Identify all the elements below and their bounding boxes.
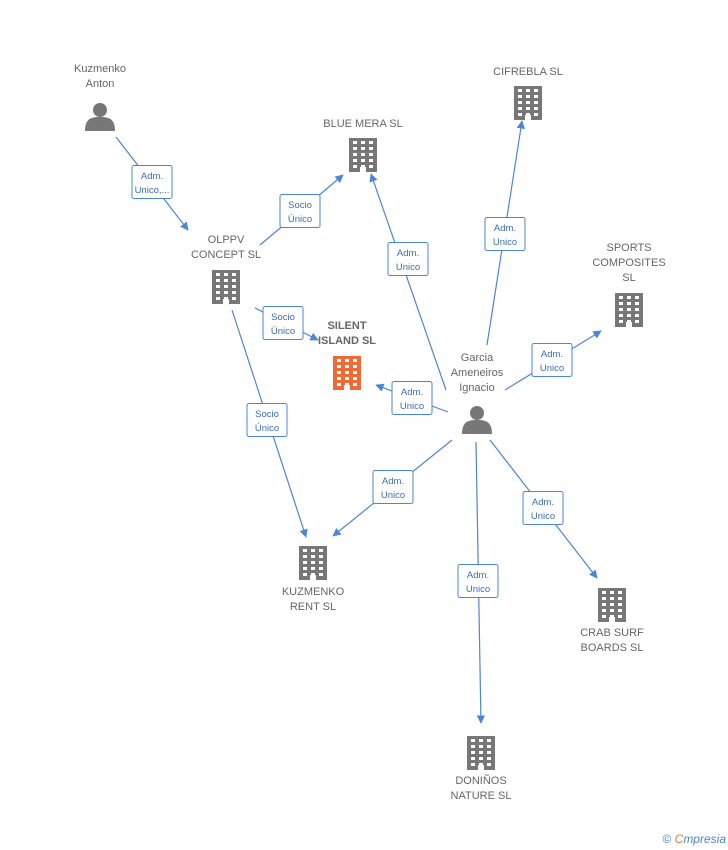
brand-logo-initial: C [674, 832, 684, 846]
node-olppv[interactable]: OLPPV CONCEPT SL [191, 234, 261, 304]
edge-garcia-crab_surf: Adm. Unico [489, 439, 598, 579]
edge-label-box[interactable] [131, 165, 173, 199]
edge-label-text: Unico [531, 511, 555, 522]
edge-label-box[interactable] [484, 217, 526, 251]
edge-kuzmenko_anton-olppv: Adm. Unico,... [115, 136, 189, 231]
node-label: SPORTS [606, 242, 651, 254]
edge-label-text: Adm. [141, 171, 163, 182]
node-label: CIFREBLA SL [493, 66, 563, 78]
node-label: OLPPV [208, 234, 245, 246]
building-icon [299, 546, 327, 580]
node-label: RENT SL [290, 601, 336, 613]
edge-label-box[interactable] [262, 306, 304, 340]
node-label: Anton [86, 78, 115, 90]
person-icon [462, 406, 492, 434]
edge-label-text: Adm. [397, 248, 419, 259]
edge-label-text: Unico,... [135, 185, 170, 196]
node-label: Ignacio [459, 382, 494, 394]
edge-label-text: Único [271, 326, 295, 337]
edge-label-box[interactable] [531, 343, 573, 377]
node-label: COMPOSITES [592, 257, 665, 269]
edge-label-box[interactable] [372, 470, 414, 504]
node-kuzmenko-rent[interactable]: KUZMENKO RENT SL [282, 546, 345, 613]
brand-logo-rest: mpresia [683, 832, 726, 846]
edge-label-text: Único [255, 423, 279, 434]
edge-label-text: Socio [271, 312, 295, 323]
node-label: SL [622, 272, 635, 284]
node-label: Kuzmenko [74, 63, 126, 75]
node-label: KUZMENKO [282, 586, 345, 598]
edge-label-box[interactable] [522, 491, 564, 525]
edge-label-text: Adm. [494, 223, 516, 234]
edge-label-box[interactable] [387, 242, 429, 276]
node-label: Garcia [461, 352, 494, 364]
edge-garcia-sports: Adm. Unico [504, 330, 602, 391]
node-label: CRAB SURF [580, 627, 644, 639]
person-icon [85, 103, 115, 131]
edge-label-box[interactable] [279, 194, 321, 228]
node-cifrebla[interactable]: CIFREBLA SL [493, 66, 563, 120]
edge-label-text: Adm. [401, 387, 423, 398]
edge-label-box[interactable] [457, 564, 499, 598]
edge-garcia-kuzmenko_rent: Adm. Unico [332, 439, 453, 537]
node-donios[interactable]: DONIÑOS NATURE SL [451, 736, 512, 802]
edge-garcia-donios: Adm. Unico [457, 441, 499, 724]
node-label: ISLAND SL [318, 335, 376, 347]
building-icon [333, 356, 361, 390]
building-icon [514, 86, 542, 120]
edge-label-text: Adm. [532, 497, 554, 508]
edge-label-text: Adm. [382, 476, 404, 487]
node-blue-mera[interactable]: BLUE MERA SL [323, 118, 403, 172]
building-icon [212, 270, 240, 304]
empresia-watermark: © Cmpresia [662, 832, 726, 846]
building-icon [349, 138, 377, 172]
edge-label-text: Socio [255, 409, 279, 420]
node-silent-island[interactable]: SILENT ISLAND SL [318, 320, 376, 390]
node-label: NATURE SL [451, 790, 512, 802]
node-crab-surf[interactable]: CRAB SURF BOARDS SL [580, 588, 644, 654]
edge-label-box[interactable] [246, 403, 288, 437]
edge-label-text: Socio [288, 200, 312, 211]
edge-label-text: Adm. [541, 349, 563, 360]
edge-label-text: Unico [466, 584, 490, 595]
edge-label-text: Unico [396, 262, 420, 273]
node-label: SILENT [327, 320, 366, 332]
building-icon [598, 588, 626, 622]
edge-garcia-silent_island: Adm. Unico [375, 381, 449, 415]
building-icon [467, 736, 495, 770]
copyright-icon: © [662, 832, 672, 846]
edge-label-text: Unico [493, 237, 517, 248]
node-label: DONIÑOS [455, 774, 506, 787]
node-label: CONCEPT SL [191, 249, 261, 261]
node-label: BLUE MERA SL [323, 118, 402, 130]
edge-label-text: Unico [540, 363, 564, 374]
node-sports[interactable]: SPORTS COMPOSITES SL [592, 242, 666, 327]
node-label: Ameneiros [451, 367, 504, 379]
building-icon [615, 293, 643, 327]
edge-label-text: Adm. [467, 570, 489, 581]
edge-garcia-cifrebla: Adm. Unico [484, 120, 526, 346]
edge-label-text: Unico [381, 490, 405, 501]
edge-label-text: Único [288, 214, 312, 225]
node-label: BOARDS SL [581, 642, 644, 654]
edge-label-text: Unico [400, 401, 424, 412]
edge-garcia-blue_mera: Adm. Unico [369, 173, 447, 391]
edge-label-box[interactable] [391, 381, 433, 415]
edge-line [369, 173, 447, 391]
